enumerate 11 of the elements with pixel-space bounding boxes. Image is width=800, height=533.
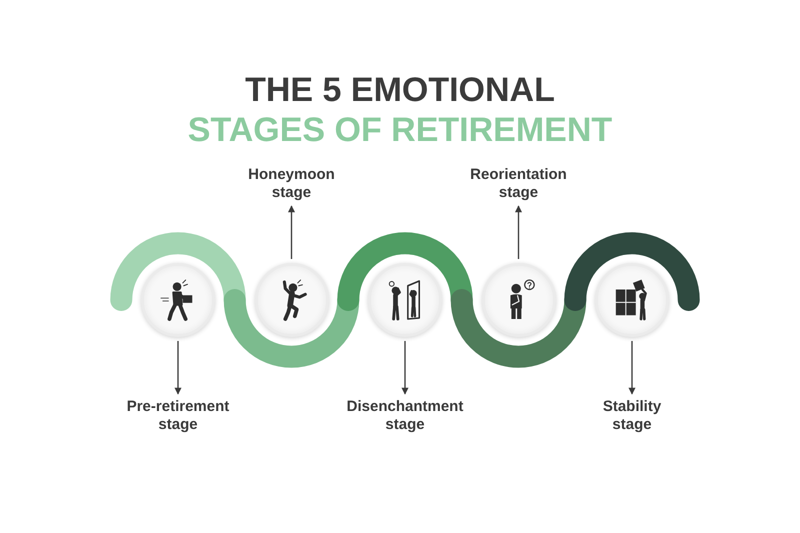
stage-label: Stability stage — [590, 398, 674, 434]
stage-label: Disenchantment stage — [338, 398, 472, 434]
title: THE 5 EMOTIONAL STAGES OF RETIREMENT — [186, 70, 614, 150]
arrow — [515, 205, 522, 259]
arrow — [402, 341, 408, 395]
stage-label: Pre-retirement stage — [116, 398, 240, 434]
arrow — [628, 341, 636, 395]
arrow — [174, 341, 182, 395]
stage-label: Honeymoon stage — [234, 166, 349, 202]
stage-label: Reorientation stage — [458, 166, 578, 202]
arrow — [288, 205, 295, 259]
